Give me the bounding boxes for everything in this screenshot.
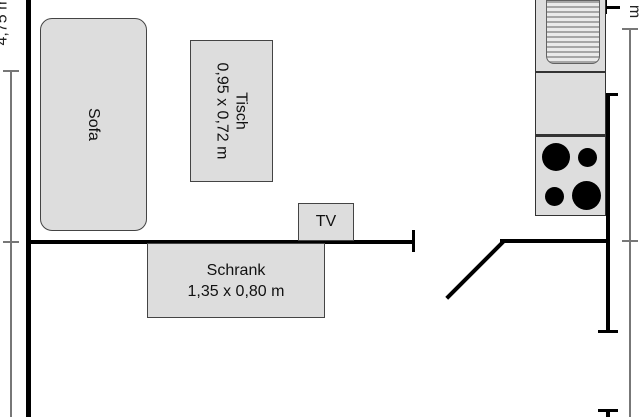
counter-divider (535, 71, 606, 73)
right-wall-tick (598, 93, 618, 96)
table-size: 0,95 x 0,72 m (213, 62, 231, 160)
left-dimension-tick (3, 70, 19, 72)
stove-burner-icon (572, 181, 601, 210)
stove-burner-icon (545, 187, 564, 206)
right-dimension-tick (622, 240, 638, 242)
tv: TV (298, 203, 354, 241)
right-dimension-label: m (625, 5, 640, 18)
table-label: Tisch (232, 92, 250, 130)
left-dimension-line (10, 70, 12, 417)
right-wall-tick (598, 330, 618, 333)
left-dimension-tick (3, 241, 19, 243)
right-wall (606, 94, 610, 332)
middle-wall (28, 240, 414, 244)
tv-label: TV (315, 213, 337, 230)
sink (546, 0, 600, 64)
sofa-label: Sofa (84, 108, 102, 141)
counter-divider (535, 134, 606, 137)
cabinet-label: Schrank (206, 261, 266, 279)
left-wall (26, 0, 31, 417)
table: Tisch 0,95 x 0,72 m (190, 40, 273, 182)
cabinet: Schrank 1,35 x 0,80 m (147, 243, 325, 318)
door-swing (445, 240, 505, 300)
stove-burner-icon (542, 143, 570, 171)
top-right-tick-h (604, 6, 620, 9)
middle-wall-right (500, 239, 610, 243)
stove-burner-icon (578, 148, 597, 167)
left-dimension-label: 4,75 m (0, 0, 11, 46)
wall-end-tick (412, 230, 415, 252)
right-dimension-line (629, 28, 631, 417)
sofa: Sofa (40, 18, 147, 231)
right-dimension-tick (622, 28, 638, 30)
cabinet-size: 1,35 x 0,80 m (187, 282, 285, 300)
right-wall-lower (606, 409, 610, 417)
